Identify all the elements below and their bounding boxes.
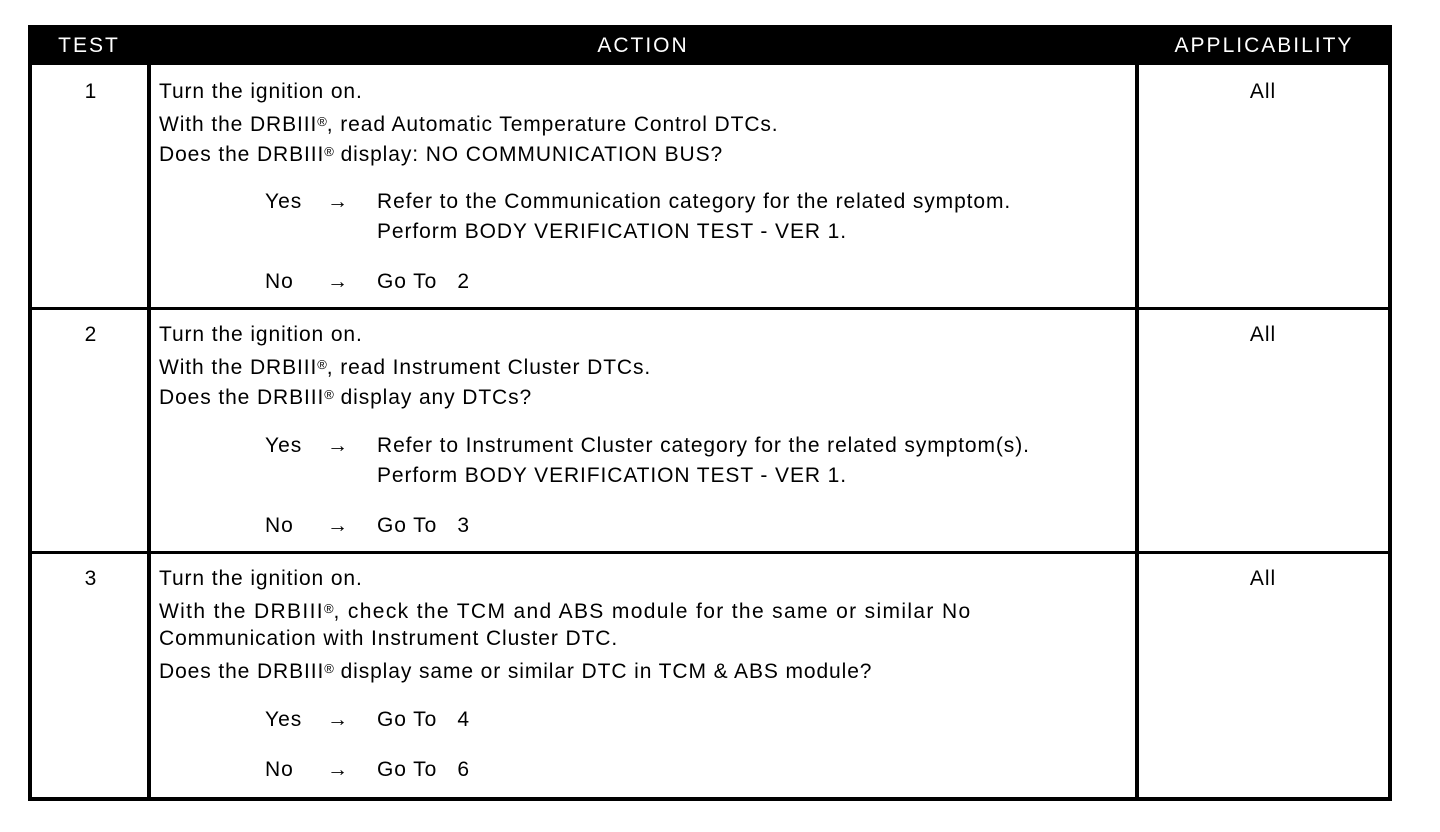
registered-mark: ® [317,357,327,372]
no-result: Go To 3 [377,514,470,537]
right-arrow-icon: → [327,190,348,213]
action-line: Communication with Instrument Cluster DT… [159,627,619,650]
action-line: Turn the ignition on. [159,323,363,346]
registered-mark: ® [324,387,334,402]
action-line: Does the DRBIII® display any DTCs? [159,386,533,409]
applicability-value: All [1249,80,1277,103]
table-header: TEST ACTION APPLICABILITY [28,25,1392,65]
yes-result: Refer to the Communication category for … [377,190,1012,213]
no-label: No [265,514,294,537]
right-arrow-icon: → [327,758,348,781]
yes-label: Yes [265,708,303,731]
right-arrow-icon: → [327,270,348,293]
action-line: Does the DRBIII® display: NO COMMUNICATI… [159,143,724,166]
test-number: 3 [84,567,98,590]
header-test: TEST [58,34,120,57]
column-divider-applicability [1135,65,1139,799]
yes-result: Perform BODY VERIFICATION TEST - VER 1. [377,464,847,487]
right-arrow-icon: → [327,708,348,731]
registered-mark: ® [317,114,327,129]
right-arrow-icon: → [327,514,348,537]
action-line: Turn the ignition on. [159,567,363,590]
registered-mark: ® [324,661,334,676]
applicability-value: All [1249,323,1277,346]
no-label: No [265,758,294,781]
row-divider-2 [28,551,1392,554]
action-line: Turn the ignition on. [159,80,363,103]
test-number: 1 [84,80,98,103]
yes-result: Go To 4 [377,708,470,731]
table-frame [28,25,1392,801]
row-divider-1 [28,307,1392,310]
registered-mark: ® [323,601,334,616]
action-line: With the DRBIII®, check the TCM and ABS … [159,600,972,623]
header-action: ACTION [597,34,689,57]
test-number: 2 [84,323,98,346]
no-result: Go To 2 [377,270,470,293]
yes-label: Yes [265,434,303,457]
column-divider-test [147,65,151,799]
action-line: Does the DRBIII® display same or similar… [159,660,873,683]
action-line: With the DRBIII®, read Automatic Tempera… [159,113,779,136]
yes-result: Refer to Instrument Cluster category for… [377,434,1030,457]
registered-mark: ® [324,144,334,159]
right-arrow-icon: → [327,434,348,457]
no-label: No [265,270,294,293]
no-result: Go To 6 [377,758,470,781]
yes-result: Perform BODY VERIFICATION TEST - VER 1. [377,220,847,243]
action-line: With the DRBIII®, read Instrument Cluste… [159,356,652,379]
header-applicability: APPLICABILITY [1174,34,1354,57]
applicability-value: All [1249,567,1277,590]
yes-label: Yes [265,190,303,213]
